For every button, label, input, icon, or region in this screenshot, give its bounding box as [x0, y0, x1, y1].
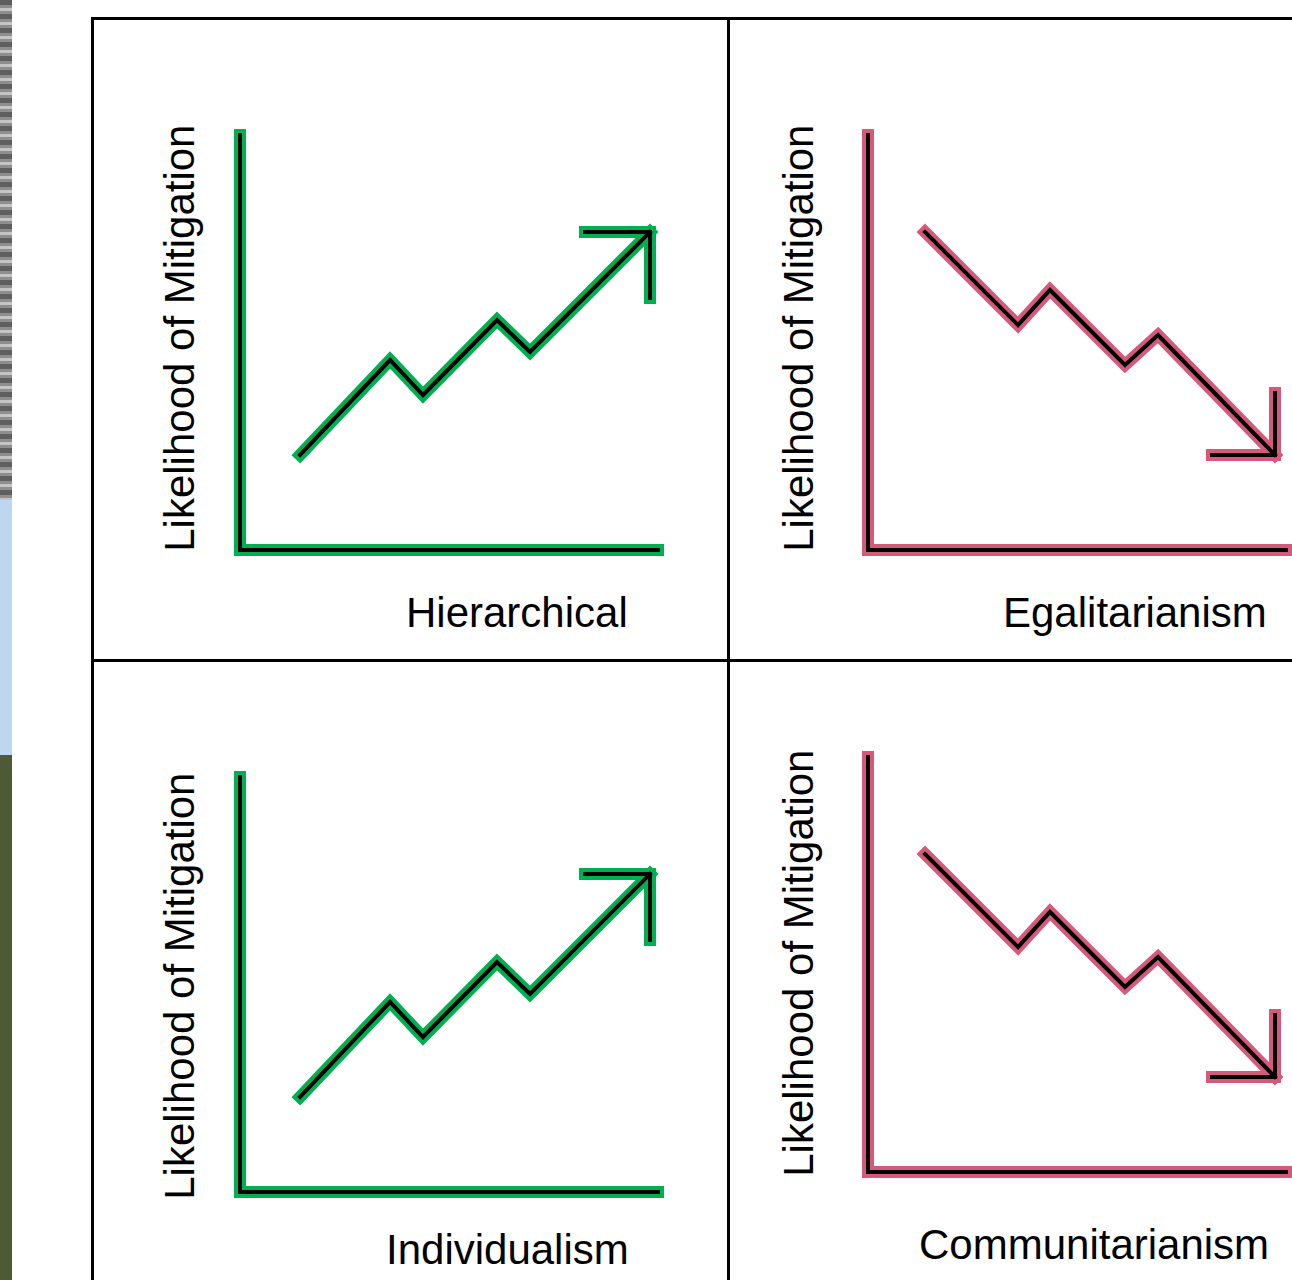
photo-texture — [0, 0, 12, 500]
x-axis-label: Hierarchical — [406, 589, 628, 637]
y-axis-label: Likelihood of Mitigation — [157, 124, 205, 551]
photo-strip — [0, 0, 12, 500]
photo-strip — [0, 500, 12, 755]
quadrant-cell: Likelihood of MitigationIndividualism — [91, 659, 729, 1280]
rising-chart-icon — [240, 135, 658, 550]
y-axis-label: Likelihood of Mitigation — [157, 772, 205, 1199]
rising-chart-icon — [240, 777, 658, 1192]
quadrant-cell: Likelihood of MitigationHierarchical — [91, 17, 729, 661]
y-axis-label: Likelihood of Mitigation — [776, 749, 824, 1176]
x-axis-label: Communitarianism — [919, 1221, 1269, 1269]
x-axis-label: Individualism — [386, 1226, 629, 1274]
falling-chart-icon — [868, 135, 1286, 550]
falling-chart-icon — [868, 757, 1286, 1172]
quadrant-cell: Likelihood of MitigationCommunitarianism — [727, 659, 1292, 1280]
photo-strip — [0, 755, 12, 1280]
y-axis-label: Likelihood of Mitigation — [776, 124, 824, 551]
quadrant-cell: Likelihood of MitigationEgalitarianism — [727, 17, 1292, 661]
x-axis-label: Egalitarianism — [1003, 589, 1267, 637]
